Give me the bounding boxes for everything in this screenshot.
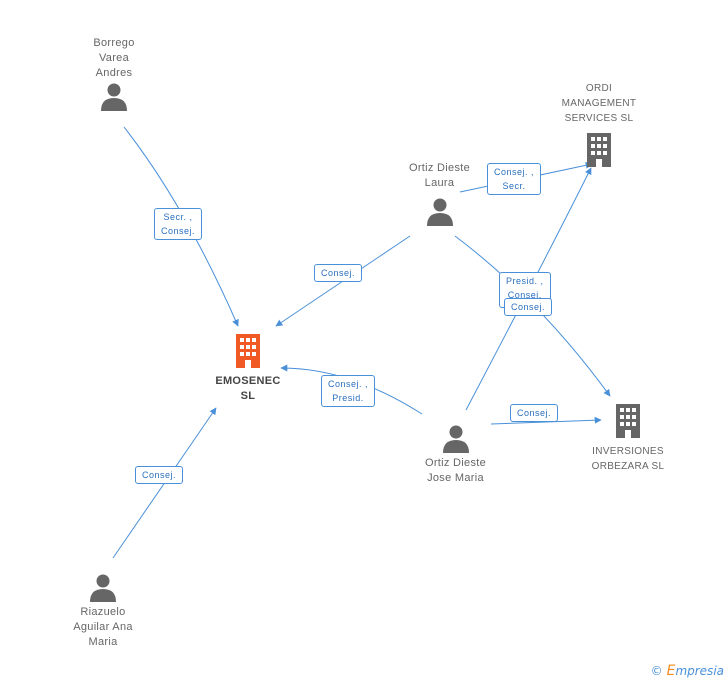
building-icon [616, 404, 640, 438]
person-icon [90, 574, 116, 602]
person-icon [442, 425, 469, 453]
node-ortiz-dieste-laura[interactable]: Ortiz Dieste Laura [392, 161, 487, 226]
edge-label-laura-emosenec[interactable]: Consej. [314, 264, 363, 282]
node-ordi-management-services-sl[interactable]: ORDI MANAGEMENT SERVICES SL [549, 81, 649, 167]
copyright-icon: © [650, 664, 663, 678]
edge-label-riazuelo-emosenec[interactable]: Consej. [135, 466, 184, 484]
node-inversiones-orbezara-sl[interactable]: INVERSIONES ORBEZARA SL [576, 404, 680, 474]
node-borrego-varea-andres[interactable]: Borrego Varea Andres [69, 36, 159, 111]
edge-jose-inversiones [490, 416, 602, 425]
node-label: Ortiz Dieste Laura [408, 162, 471, 189]
edge-label-laura-ordi[interactable]: Consej. , Secr. [487, 163, 542, 195]
node-label: INVERSIONES ORBEZARA SL [591, 446, 665, 472]
node-label: Riazuelo Aguilar Ana Maria [73, 606, 133, 648]
edge-label-jose-inversiones[interactable]: Consej. [510, 404, 559, 422]
node-label: EMOSENEC SL [215, 375, 281, 402]
brand-name: mpresia [675, 664, 724, 678]
edge-label-jose-ordi[interactable]: Consej. [504, 298, 553, 316]
node-ortiz-dieste-jose-maria[interactable]: Ortiz Dieste Jose Maria [408, 423, 503, 486]
building-icon [236, 334, 260, 368]
brand-initial: E [666, 663, 676, 679]
empresia-logo: ©Empresia [651, 663, 724, 679]
building-icon [587, 133, 611, 167]
node-label: Ortiz Dieste Jose Maria [424, 457, 487, 484]
edge-laura-inversiones [454, 235, 611, 397]
person-icon [101, 83, 127, 111]
person-icon [426, 198, 453, 226]
node-label: Borrego Varea Andres [93, 37, 135, 79]
edge-label-jose-emosenec[interactable]: Consej. , Presid. [321, 375, 376, 407]
node-riazuelo-aguilar-ana-maria[interactable]: Riazuelo Aguilar Ana Maria [57, 572, 149, 650]
node-emosenec-sl[interactable]: EMOSENEC SL [203, 334, 293, 404]
node-label: ORDI MANAGEMENT SERVICES SL [561, 83, 637, 124]
edge-label-borrego-emosenec[interactable]: Secr. , Consej. [154, 208, 203, 240]
